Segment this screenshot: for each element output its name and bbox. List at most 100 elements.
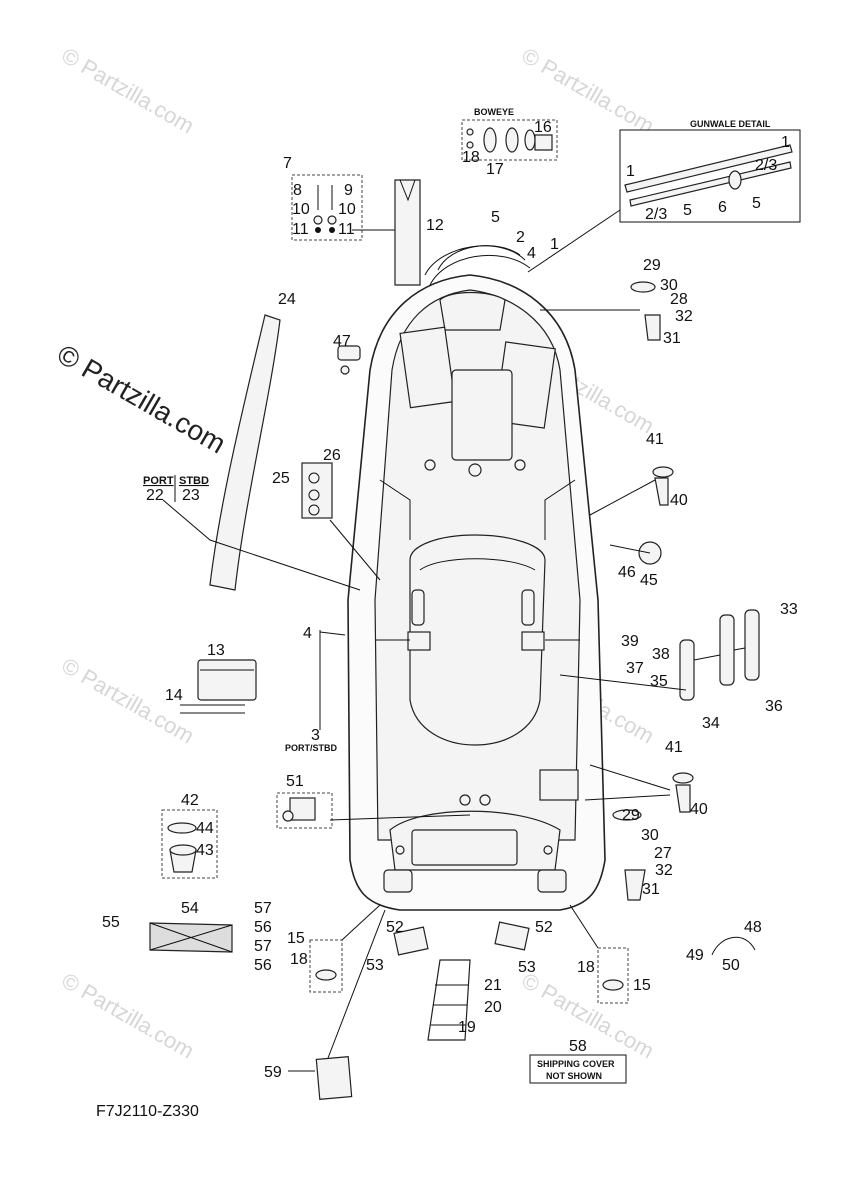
part-31-handle-top — [630, 281, 661, 341]
callout-9: 9 — [344, 182, 353, 199]
callout-23: 23 — [182, 487, 200, 504]
gunwale-5a: 5 — [683, 202, 692, 219]
part-47-clip — [337, 345, 361, 375]
callout-39: 39 — [621, 633, 639, 650]
callout-28: 28 — [670, 291, 688, 308]
callout-58: 58 — [569, 1038, 587, 1055]
boweye-heading: BOWEYE — [474, 107, 514, 117]
callout-3: 3 — [311, 727, 320, 744]
callout-49: 49 — [686, 947, 704, 964]
part-33-rod-holder — [679, 609, 760, 701]
callout-54: 54 — [181, 900, 199, 917]
callout-57b: 57 — [254, 938, 272, 955]
callout-26: 26 — [323, 447, 341, 464]
part-31-handle-bottom — [612, 809, 646, 901]
callout-42: 42 — [181, 792, 199, 809]
callout-32b: 32 — [655, 862, 673, 879]
shipping-cover-line-2: NOT SHOWN — [546, 1071, 602, 1081]
callout-15b: 15 — [633, 977, 651, 994]
callout-37: 37 — [626, 660, 644, 677]
callout-35: 35 — [650, 673, 668, 690]
callout-38: 38 — [652, 646, 670, 663]
callout-22: 22 — [146, 487, 164, 504]
boweye-group: BOWEYE — [461, 107, 558, 161]
callout-4b: 4 — [303, 625, 312, 642]
part-54-net — [149, 922, 233, 953]
callout-44: 44 — [196, 820, 214, 837]
callout-18c: 18 — [577, 959, 595, 976]
callout-30a: 30 — [660, 277, 678, 294]
callout-19: 19 — [458, 1019, 476, 1036]
callout-18b: 18 — [290, 951, 308, 968]
callout-32a: 32 — [675, 308, 693, 325]
callout-31b: 31 — [642, 881, 660, 898]
callout-59: 59 — [264, 1064, 282, 1081]
callout-13: 13 — [207, 642, 225, 659]
part-52-step-right — [494, 921, 530, 951]
gunwale-23a: 2/3 — [755, 157, 777, 174]
port-heading: PORT — [143, 475, 174, 487]
callout-29b: 29 — [622, 807, 640, 824]
part-12-tow-strip — [394, 179, 421, 286]
callout-1: 1 — [550, 236, 559, 253]
callout-47: 47 — [333, 333, 351, 350]
callout-21: 21 — [484, 977, 502, 994]
part-13-cooler — [197, 659, 257, 701]
part-51-plate — [276, 792, 333, 829]
callout-30b: 30 — [641, 827, 659, 844]
callout-52b: 52 — [535, 919, 553, 936]
callout-36: 36 — [765, 698, 783, 715]
part-22-23-gunwale — [209, 314, 281, 591]
gunwale-5b: 5 — [752, 195, 761, 212]
callout-labels: 16 18 17 7 8 9 10 10 11 11 12 5 2 4 1 1 … — [96, 119, 798, 1120]
callout-40a: 40 — [670, 492, 688, 509]
callout-18a: 18 — [462, 149, 480, 166]
part-19-ladder — [427, 959, 471, 1041]
port-stbd-heading: PORT/STBD — [285, 743, 338, 753]
gunwale-1b: 1 — [626, 163, 635, 180]
part-52-step-left — [393, 926, 429, 956]
callout-33: 33 — [780, 601, 798, 618]
callout-41a: 41 — [646, 431, 664, 448]
callout-53a: 53 — [366, 957, 384, 974]
callout-29a: 29 — [643, 257, 661, 274]
shipping-cover-box — [529, 1054, 627, 1084]
leader-lines — [162, 209, 687, 1072]
callout-17: 17 — [486, 161, 504, 178]
gunwale-strips — [424, 245, 531, 286]
callout-56a: 56 — [254, 919, 272, 936]
gunwale-6: 6 — [718, 199, 727, 216]
hardware-7 — [291, 174, 363, 241]
callout-2: 2 — [516, 229, 525, 246]
callout-41b: 41 — [665, 739, 683, 756]
part-40-top — [652, 466, 674, 506]
callout-15a: 15 — [287, 930, 305, 947]
hull-deck — [347, 274, 606, 911]
callout-52a: 52 — [386, 919, 404, 936]
watermark-bl: © Partzilla.com — [58, 968, 199, 1064]
callout-31a: 31 — [663, 330, 681, 347]
callout-8: 8 — [293, 182, 302, 199]
watermark-tl: © Partzilla.com — [58, 43, 199, 139]
callout-56b: 56 — [254, 957, 272, 974]
callout-43: 43 — [196, 842, 214, 859]
gunwale-1a: 1 — [781, 134, 790, 151]
shipping-cover-line-1: SHIPPING COVER — [537, 1059, 615, 1069]
callout-11a: 11 — [292, 221, 309, 238]
callout-53b: 53 — [518, 959, 536, 976]
callout-40b: 40 — [690, 801, 708, 818]
callout-14: 14 — [165, 687, 183, 704]
callout-11b: 11 — [338, 221, 355, 238]
callout-50: 50 — [722, 957, 740, 974]
callout-34: 34 — [702, 715, 720, 732]
callout-10a: 10 — [292, 201, 310, 218]
callout-10b: 10 — [338, 201, 356, 218]
callout-45: 45 — [640, 572, 658, 589]
part-59-plate — [315, 1056, 353, 1100]
gunwale-heading: GUNWALE DETAIL — [690, 119, 771, 129]
gunwale-23b: 2/3 — [645, 206, 667, 223]
callout-57a: 57 — [254, 900, 272, 917]
gunwale-detail: GUNWALE DETAIL — [619, 119, 801, 223]
callout-27: 27 — [654, 845, 672, 862]
